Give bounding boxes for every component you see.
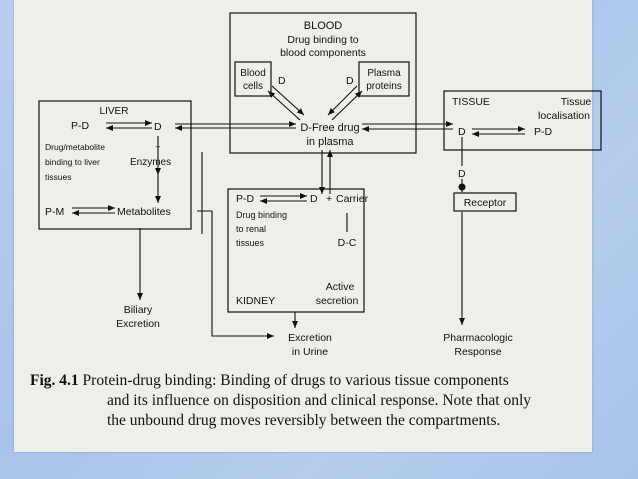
kidney-active-2: secretion	[316, 295, 359, 307]
liver-line-3: tissues	[45, 172, 71, 182]
cells-to-free-arrow	[271, 85, 305, 116]
metabolites-to-urine-arrow	[197, 210, 274, 339]
blood-title: BLOOD	[304, 20, 343, 32]
receptor-box	[453, 192, 517, 212]
kidney-line-1: Drug binding	[236, 210, 287, 220]
plasma-proteins-box	[358, 61, 410, 97]
figure-caption: Fig. 4.1 Protein-drug binding: Binding o…	[30, 371, 570, 431]
free-to-proteins-arrow	[331, 90, 363, 121]
tissue-pd: P-D	[534, 126, 553, 138]
free-to-cells-arrow	[267, 90, 301, 121]
receptor-binding-dot	[458, 183, 466, 191]
liver-pd: P-D	[71, 120, 90, 132]
kidney-pd: P-D	[236, 193, 255, 205]
plasma-proteins-label-2: proteins	[366, 81, 402, 92]
urine-label-1: Excretion	[288, 332, 332, 344]
liver-plus: +	[155, 142, 160, 152]
caption-line-2: and its influence on disposition and cli…	[107, 392, 532, 409]
kidney-line-2: to renal	[236, 224, 266, 234]
blood-cells-box	[234, 61, 272, 97]
caption-label: Fig. 4.1	[30, 372, 79, 389]
tissue-box	[443, 90, 602, 151]
liver-d: D	[154, 121, 162, 133]
caption-line-3: the unbound drug moves reversibly betwee…	[107, 412, 501, 429]
plasma-proteins-label-1: Plasma	[367, 68, 401, 79]
blood-box	[229, 12, 417, 154]
pharm-label-1: Pharmacologic	[443, 332, 512, 344]
kidney-d: D	[310, 193, 318, 205]
kidney-line-3: tissues	[236, 238, 265, 248]
receptor-d: D	[458, 168, 466, 180]
kidney-title: KIDNEY	[236, 295, 275, 307]
liver-title: LIVER	[100, 106, 129, 117]
textbook-page	[14, 0, 592, 452]
kidney-box	[227, 188, 365, 313]
tissue-title: TISSUE	[452, 96, 490, 108]
tissue-loc-1: Tissue	[561, 96, 592, 108]
receptor-label: Receptor	[464, 197, 507, 209]
liver-line-2: binding to liver	[45, 157, 100, 167]
free-drug-label-1: D-Free drug	[300, 122, 359, 134]
liver-metabolites: Metabolites	[117, 206, 171, 218]
kidney-plus: +	[326, 193, 332, 205]
blood-cells-d: D	[278, 75, 286, 87]
biliary-label-1: Biliary	[124, 304, 153, 316]
tissue-loc-2: localisation	[538, 110, 590, 122]
blood-cells-label-1: Blood	[240, 68, 266, 79]
kidney-active-1: Active	[326, 281, 355, 293]
liver-enzymes: Enzymes	[130, 157, 171, 168]
free-drug-label-2: in plasma	[306, 136, 354, 148]
pharm-label-2: Response	[454, 346, 501, 358]
blood-cells-label-2: cells	[243, 81, 263, 92]
plasma-proteins-d: D	[346, 75, 354, 87]
liver-pm: P-M	[45, 206, 64, 218]
proteins-to-free-arrow	[327, 85, 358, 116]
biliary-label-2: Excretion	[116, 318, 160, 330]
kidney-carrier: Carrier	[336, 193, 369, 205]
blood-subtitle-1: Drug binding to	[287, 34, 358, 46]
liver-box	[38, 100, 192, 230]
blood-subtitle-2: blood components	[280, 47, 366, 59]
kidney-dc: D-C	[338, 237, 357, 249]
liver-line-1: Drug/metabolite	[45, 142, 105, 152]
caption-line-1: Protein-drug binding: Binding of drugs t…	[82, 372, 509, 389]
urine-label-2: in Urine	[292, 346, 328, 358]
tissue-d: D	[458, 126, 466, 138]
